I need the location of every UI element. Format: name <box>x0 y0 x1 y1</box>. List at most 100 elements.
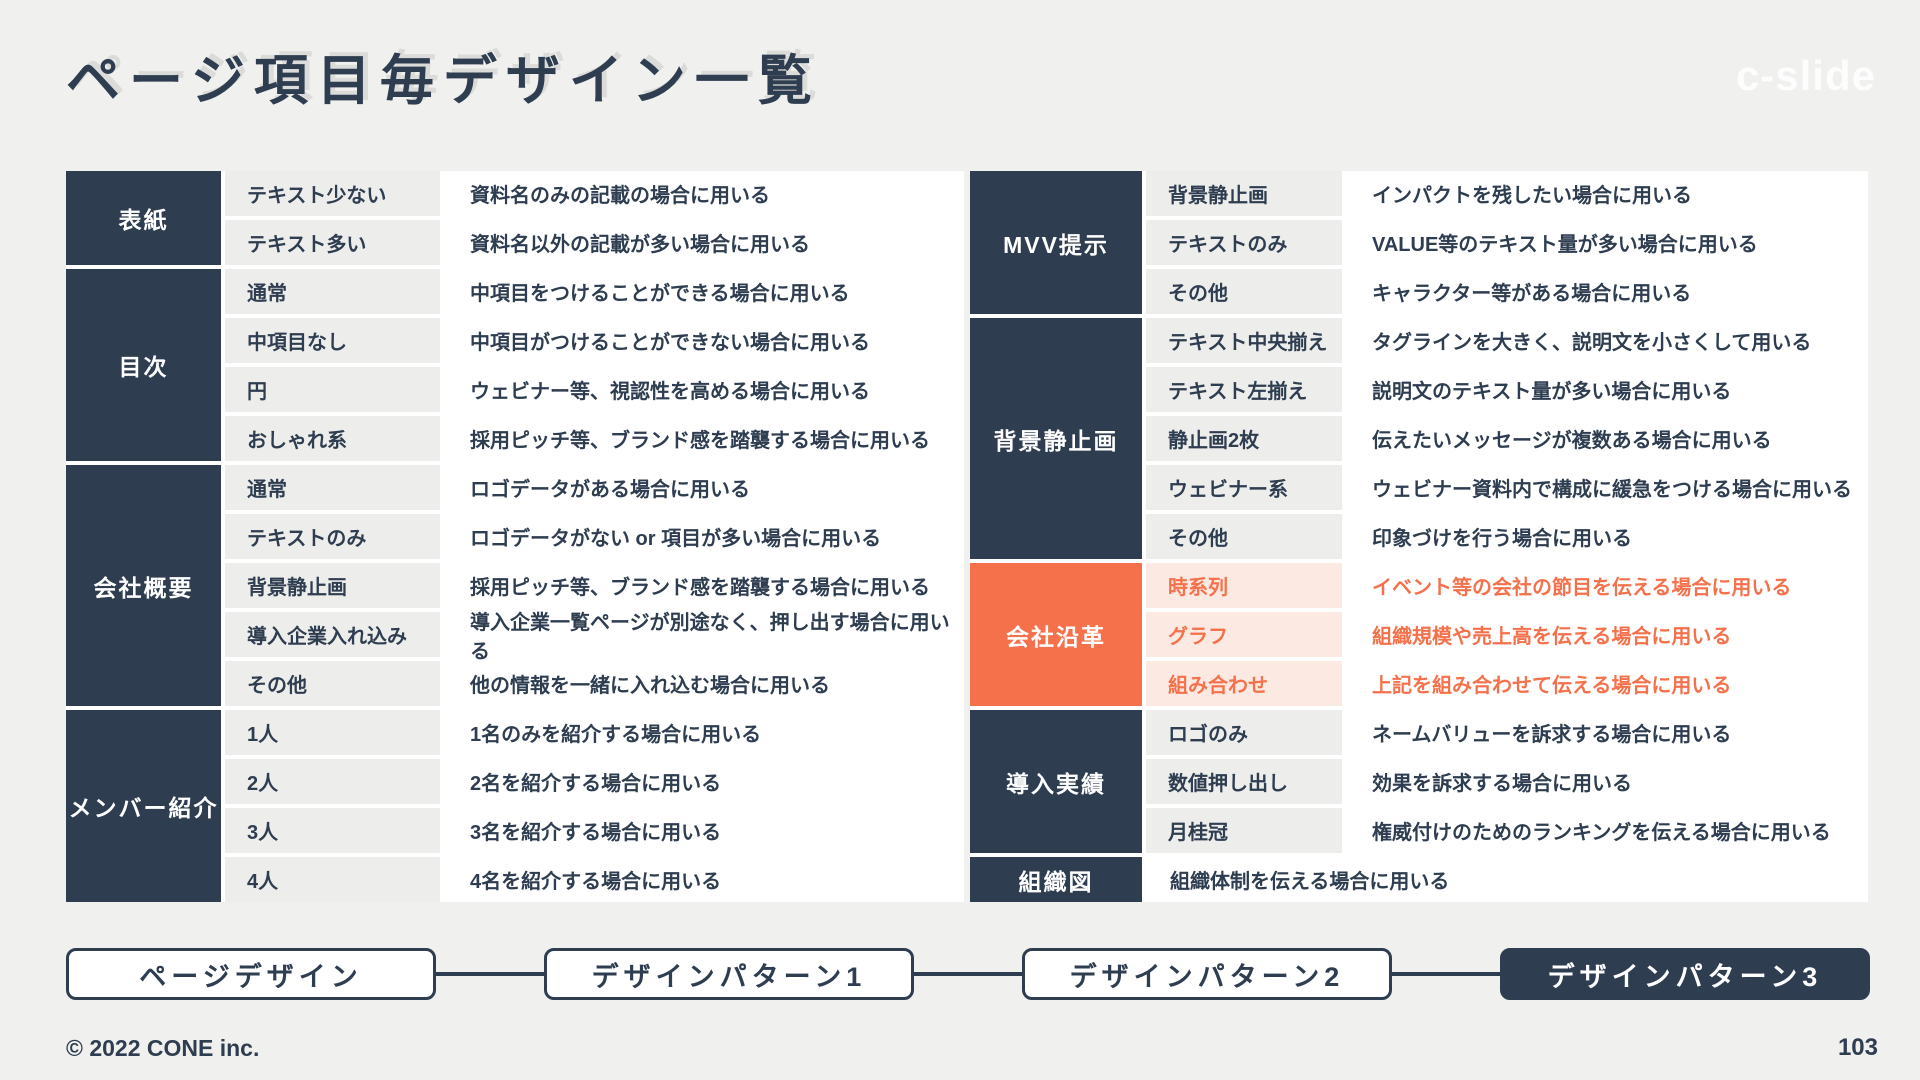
table-row: 時系列イベント等の会社の節目を伝える場合に用いる <box>1146 563 1868 608</box>
row-label: テキストのみ <box>1146 220 1342 265</box>
row-desc: イベント等の会社の節目を伝える場合に用いる <box>1346 563 1868 608</box>
row-label: テキスト少ない <box>225 171 440 216</box>
table-row: テキスト左揃え説明文のテキスト量が多い場合に用いる <box>1146 367 1868 412</box>
row-desc: 導入企業一覧ページが別途なく、押し出す場合に用いる <box>444 612 964 663</box>
row-desc: 1名のみを紹介する場合に用いる <box>444 710 964 755</box>
row-desc: ネームバリューを訴求する場合に用いる <box>1346 710 1868 755</box>
table-left: 表紙テキスト少ない資料名のみの記載の場合に用いるテキスト多い資料名以外の記載が多… <box>66 171 964 902</box>
row-desc: ロゴデータがない or 項目が多い場合に用いる <box>444 514 964 559</box>
stepper-button-1[interactable]: デザインパターン1 <box>544 948 914 1000</box>
row-label: ウェビナー系 <box>1146 465 1342 510</box>
category-cell: 背景静止画 <box>970 318 1142 559</box>
table-group-right-1: 背景静止画テキスト中央揃えタグラインを大きく、説明文を小さくして用いるテキスト左… <box>970 318 1868 559</box>
row-label: テキスト中央揃え <box>1146 318 1342 363</box>
row-desc: ウェビナー資料内で構成に緩急をつける場合に用いる <box>1346 465 1868 510</box>
row-label: ロゴのみ <box>1146 710 1342 755</box>
table-row: グラフ組織規模や売上高を伝える場合に用いる <box>1146 612 1868 657</box>
footer: © 2022 CONE inc. 103 <box>66 1034 1878 1062</box>
row-set: 通常中項目をつけることができる場合に用いる中項目なし中項目がつけることができない… <box>225 269 964 461</box>
row-desc: 上記を組み合わせて伝える場合に用いる <box>1346 661 1868 706</box>
table-row: 組み合わせ上記を組み合わせて伝える場合に用いる <box>1146 661 1868 706</box>
row-label: 通常 <box>225 465 440 510</box>
row-desc: 説明文のテキスト量が多い場合に用いる <box>1346 367 1868 412</box>
row-desc: 資料名のみの記載の場合に用いる <box>444 171 964 216</box>
table-row: 背景静止画インパクトを残したい場合に用いる <box>1146 171 1868 216</box>
stepper-button-3[interactable]: デザインパターン3 <box>1500 948 1870 1000</box>
row-desc: 中項目をつけることができる場合に用いる <box>444 269 964 314</box>
row-set: ロゴのみネームバリューを訴求する場合に用いる数値押し出し効果を訴求する場合に用い… <box>1146 710 1868 853</box>
row-label: おしゃれ系 <box>225 416 440 461</box>
table-row: ロゴのみネームバリューを訴求する場合に用いる <box>1146 710 1868 755</box>
row-label: 3人 <box>225 808 440 853</box>
stepper-button-0[interactable]: ページデザイン <box>66 948 436 1000</box>
table-row: 中項目なし中項目がつけることができない場合に用いる <box>225 318 964 363</box>
row-desc: 印象づけを行う場合に用いる <box>1346 514 1868 559</box>
table-group-left-1: 目次通常中項目をつけることができる場合に用いる中項目なし中項目がつけることができ… <box>66 269 964 461</box>
design-tables: 表紙テキスト少ない資料名のみの記載の場合に用いるテキスト多い資料名以外の記載が多… <box>66 171 1868 902</box>
category-cell: 組織図 <box>970 857 1142 902</box>
row-label: 通常 <box>225 269 440 314</box>
row-desc: 採用ピッチ等、ブランド感を踏襲する場合に用いる <box>444 416 964 461</box>
table-group-right-3: 導入実績ロゴのみネームバリューを訴求する場合に用いる数値押し出し効果を訴求する場… <box>970 710 1868 853</box>
table-group-right-2: 会社沿革時系列イベント等の会社の節目を伝える場合に用いるグラフ組織規模や売上高を… <box>970 563 1868 706</box>
pattern-stepper: ページデザイン デザインパターン1 デザインパターン2 デザインパターン3 <box>66 948 1870 1000</box>
row-desc: 2名を紹介する場合に用いる <box>444 759 964 804</box>
row-desc: 4名を紹介する場合に用いる <box>444 857 964 902</box>
row-label: 中項目なし <box>225 318 440 363</box>
row-label: テキスト多い <box>225 220 440 265</box>
row-desc: 他の情報を一緒に入れ込む場合に用いる <box>444 661 964 706</box>
stepper-button-2[interactable]: デザインパターン2 <box>1022 948 1392 1000</box>
table-row: 円ウェビナー等、視認性を高める場合に用いる <box>225 367 964 412</box>
row-set: 通常ロゴデータがある場合に用いるテキストのみロゴデータがない or 項目が多い場… <box>225 465 964 706</box>
row-desc: キャラクター等がある場合に用いる <box>1346 269 1868 314</box>
row-desc: ウェビナー等、視認性を高める場合に用いる <box>444 367 964 412</box>
row-desc: タグラインを大きく、説明文を小さくして用いる <box>1346 318 1868 363</box>
page-title: ページ項目毎デザイン一覧 <box>66 51 821 111</box>
row-desc: 3名を紹介する場合に用いる <box>444 808 964 853</box>
row-label: 数値押し出し <box>1146 759 1342 804</box>
header: ページ項目毎デザイン一覧 c-slide <box>66 36 1876 115</box>
row-desc: 組織体制を伝える場合に用いる <box>1146 857 1868 902</box>
row-label: 組み合わせ <box>1146 661 1342 706</box>
copyright-text: © 2022 CONE inc. <box>66 1034 260 1061</box>
table-row: テキスト中央揃えタグラインを大きく、説明文を小さくして用いる <box>1146 318 1868 363</box>
table-group-right-4: 組織図組織体制を伝える場合に用いる <box>970 857 1868 902</box>
table-row: 数値押し出し効果を訴求する場合に用いる <box>1146 759 1868 804</box>
row-desc: 権威付けのためのランキングを伝える場合に用いる <box>1346 808 1868 853</box>
table-group-left-0: 表紙テキスト少ない資料名のみの記載の場合に用いるテキスト多い資料名以外の記載が多… <box>66 171 964 265</box>
row-desc: 伝えたいメッセージが複数ある場合に用いる <box>1346 416 1868 461</box>
table-row: 組織体制を伝える場合に用いる <box>1146 857 1868 902</box>
row-label: 円 <box>225 367 440 412</box>
table-row: ウェビナー系ウェビナー資料内で構成に緩急をつける場合に用いる <box>1146 465 1868 510</box>
table-row: 月桂冠権威付けのためのランキングを伝える場合に用いる <box>1146 808 1868 853</box>
row-desc: 効果を訴求する場合に用いる <box>1346 759 1868 804</box>
category-cell: 表紙 <box>66 171 221 265</box>
row-label: その他 <box>225 661 440 706</box>
stepper-connector <box>436 972 544 976</box>
row-label: 静止画2枚 <box>1146 416 1342 461</box>
category-cell: 会社沿革 <box>970 563 1142 706</box>
table-row: テキスト少ない資料名のみの記載の場合に用いる <box>225 171 964 216</box>
row-label: 背景静止画 <box>1146 171 1342 216</box>
row-label: テキスト左揃え <box>1146 367 1342 412</box>
table-row: その他キャラクター等がある場合に用いる <box>1146 269 1868 314</box>
table-row: おしゃれ系採用ピッチ等、ブランド感を踏襲する場合に用いる <box>225 416 964 461</box>
row-label: 月桂冠 <box>1146 808 1342 853</box>
row-label: グラフ <box>1146 612 1342 657</box>
row-label: 1人 <box>225 710 440 755</box>
row-desc: インパクトを残したい場合に用いる <box>1346 171 1868 216</box>
table-group-left-2: 会社概要通常ロゴデータがある場合に用いるテキストのみロゴデータがない or 項目… <box>66 465 964 706</box>
row-set: 組織体制を伝える場合に用いる <box>1146 857 1868 902</box>
row-desc: 組織規模や売上高を伝える場合に用いる <box>1346 612 1868 657</box>
row-desc: 資料名以外の記載が多い場合に用いる <box>444 220 964 265</box>
table-row: 静止画2枚伝えたいメッセージが複数ある場合に用いる <box>1146 416 1868 461</box>
